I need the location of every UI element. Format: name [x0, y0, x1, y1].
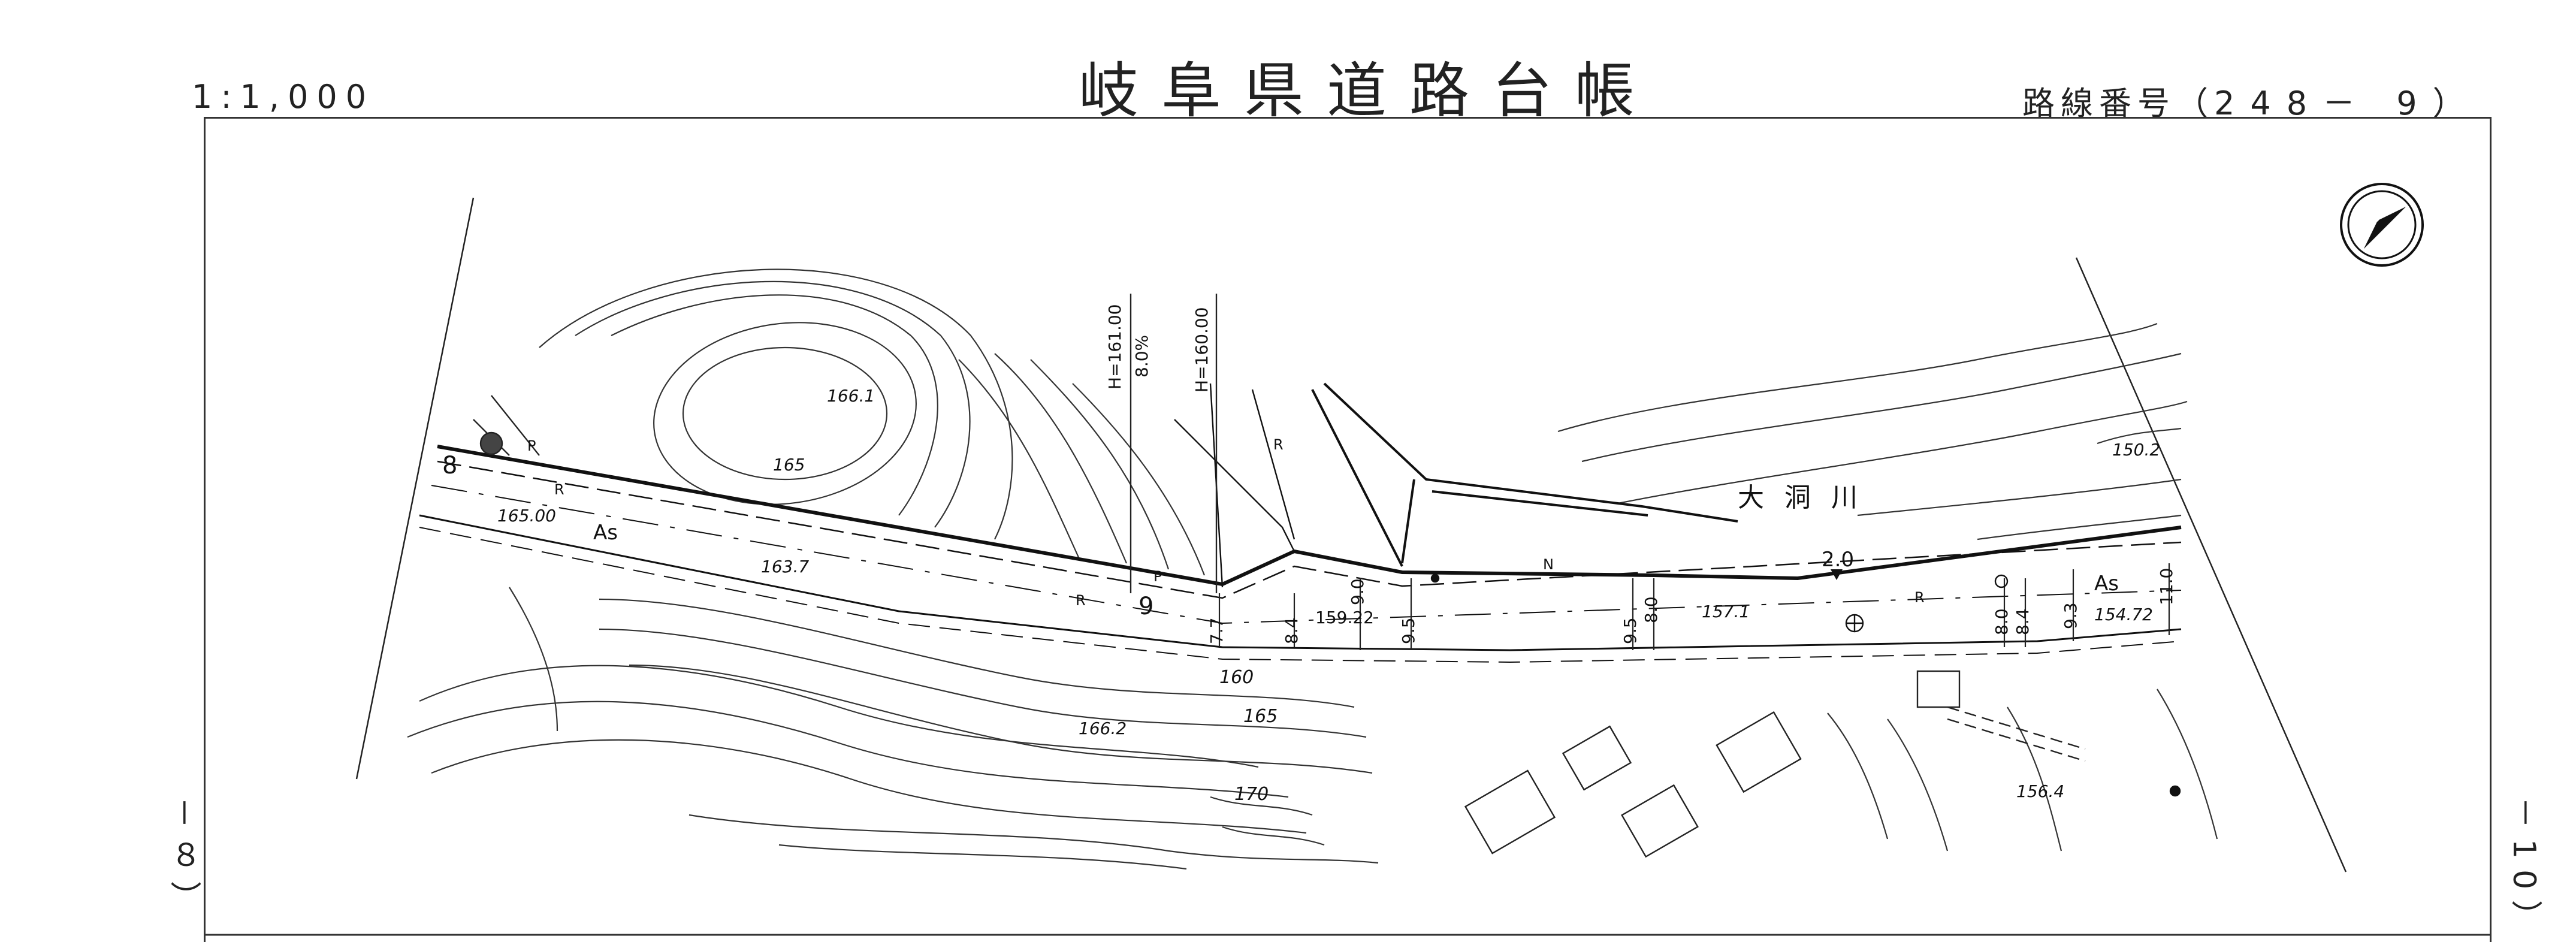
elev-159-22: 159.22	[1315, 608, 1374, 627]
driveway	[1174, 383, 1295, 588]
station-9: 9	[1138, 593, 1153, 620]
surface-as-left: As	[593, 521, 618, 545]
elev-156-4: 156.4	[2016, 781, 2064, 801]
grade-slope: 8.0%	[1132, 335, 1152, 378]
map-scale: 1:1,000	[192, 78, 375, 116]
tree-cluster	[479, 431, 503, 455]
road-corridor	[419, 445, 2182, 663]
contour-165: 165	[1243, 706, 1278, 727]
elev-154-72: 154.72	[2094, 605, 2153, 624]
elev-166-1: 166.1	[827, 386, 875, 406]
grade-lines	[1130, 294, 1218, 593]
width-9-3: 9.3	[2061, 602, 2080, 629]
width-8-0-a: 8.0	[1641, 596, 1661, 623]
label-n: N	[1543, 556, 1554, 573]
adjacent-sheet-right: －10）	[2506, 797, 2542, 942]
building-2	[1562, 725, 1632, 791]
point-marker-icon	[2169, 785, 2181, 797]
elev-166-2: 166.2	[1079, 718, 1127, 738]
width-9-0: 9.0	[1348, 578, 1367, 605]
surface-as-right: As	[2094, 572, 2119, 596]
utility-icon	[1994, 574, 2009, 588]
width-8-4-b: 8.4	[2013, 608, 2033, 635]
width-8-0-b: 8.0	[1992, 608, 2012, 635]
river-name: 大 洞 川	[1738, 482, 1864, 513]
width-dimensions	[1218, 563, 2170, 650]
grade-h1: H=161.00	[1105, 304, 1125, 390]
north-arrow-icon	[2340, 183, 2424, 267]
sheet-title: 岐阜県道路台帳	[1079, 56, 1657, 126]
width-8-4-a: 8.4	[1282, 617, 1301, 644]
route-number: 路線番号（248－ 9）	[2022, 77, 2471, 124]
label-p-1: P	[527, 437, 536, 454]
map-symbols	[1430, 573, 2181, 797]
side-channel	[1311, 382, 1738, 567]
width-9-5-b: 9.5	[1620, 617, 1640, 644]
elev-150-2: 150.2	[2112, 440, 2160, 460]
contour-170: 170	[1234, 784, 1269, 805]
building-4	[1716, 711, 1802, 793]
width-7-7: 7.7	[1207, 617, 1227, 644]
width-9-5-a: 9.5	[1399, 617, 1418, 644]
map-frame	[204, 117, 2492, 942]
label-r-1: R	[554, 481, 564, 498]
width-2-0: 2.0	[1822, 548, 1854, 572]
label-r-3: R	[1273, 436, 1284, 453]
label-r-4: R	[1914, 589, 1925, 606]
sheet-header: 1:1,000 岐阜県道路台帳 路線番号（248－ 9）	[0, 0, 2576, 126]
survey-boundary	[355, 197, 2347, 872]
building-5	[1916, 670, 1961, 708]
width-11-0: 11.0	[2157, 568, 2176, 605]
label-p-2: P	[1153, 568, 1162, 585]
building-3	[1621, 784, 1699, 858]
station-8: 8	[442, 452, 457, 479]
elev-163-7: 163.7	[761, 557, 809, 576]
grade-h2: H=160.00	[1192, 307, 1212, 393]
buildings	[1464, 670, 1961, 858]
route-number-suffix: ）	[2432, 84, 2471, 122]
elev-157-1: 157.1	[1702, 602, 1750, 621]
elev-165: 165	[773, 455, 805, 475]
marker-triangle-icon	[1831, 569, 1843, 580]
elev-165-00: 165.00	[497, 506, 556, 526]
contour-lines	[407, 268, 2218, 870]
route-number-value: 248－ 9	[2214, 84, 2433, 122]
culvert-lines	[473, 395, 2086, 762]
building-1	[1464, 769, 1556, 855]
route-number-prefix: 路線番号（	[2022, 84, 2214, 122]
contour-160: 160	[1219, 667, 1254, 688]
label-r-2: R	[1076, 592, 1086, 609]
adjacent-sheet-left: －８）	[165, 797, 201, 923]
